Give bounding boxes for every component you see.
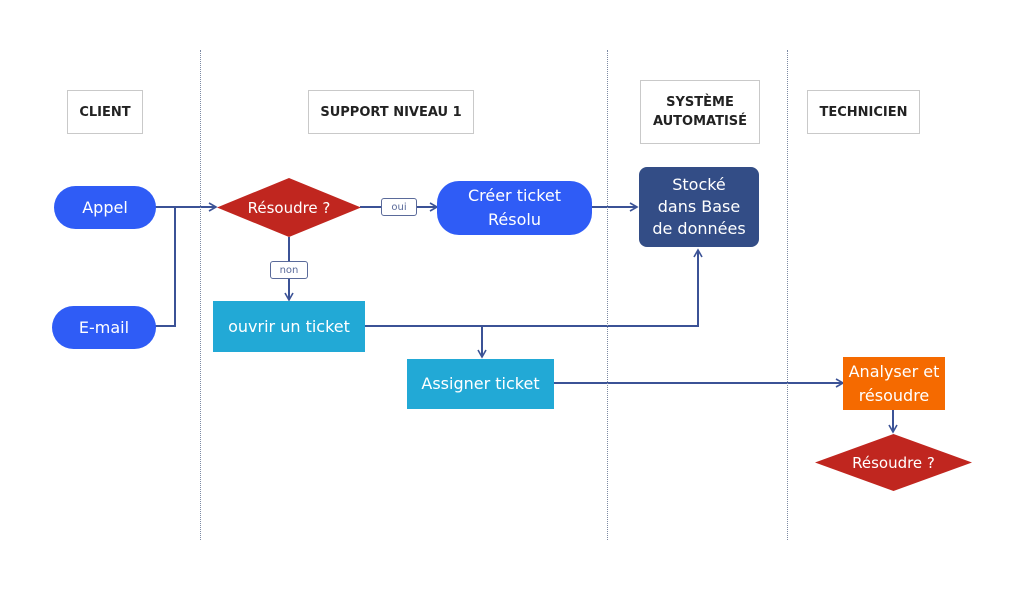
edge-label-oui: oui: [381, 198, 417, 216]
lane-divider: [787, 50, 788, 540]
edge-email-to-resoudre: [155, 207, 176, 327]
lane-header-system: SYSTÈME AUTOMATISÉ: [640, 80, 760, 144]
node-email: E-mail: [52, 306, 156, 349]
node-ouvrir-ticket: ouvrir un ticket: [213, 301, 365, 352]
node-creer-ticket: Créer ticket Résolu: [437, 181, 592, 235]
edge-label-non: non: [270, 261, 308, 279]
lane-divider: [607, 50, 608, 540]
node-stocke-database: Stocké dans Base de données: [639, 167, 759, 247]
edge-ouvrir-to-stocke: [365, 248, 703, 327]
node-assigner-ticket: Assigner ticket: [407, 359, 554, 409]
lane-header-client: CLIENT: [67, 90, 143, 134]
node-analyser-resoudre: Analyser et résoudre: [843, 357, 945, 410]
lane-header-support: SUPPORT NIVEAU 1: [308, 90, 474, 134]
node-appel: Appel: [54, 186, 156, 229]
lane-divider: [200, 50, 201, 540]
lane-header-technician: TECHNICIEN: [807, 90, 920, 134]
